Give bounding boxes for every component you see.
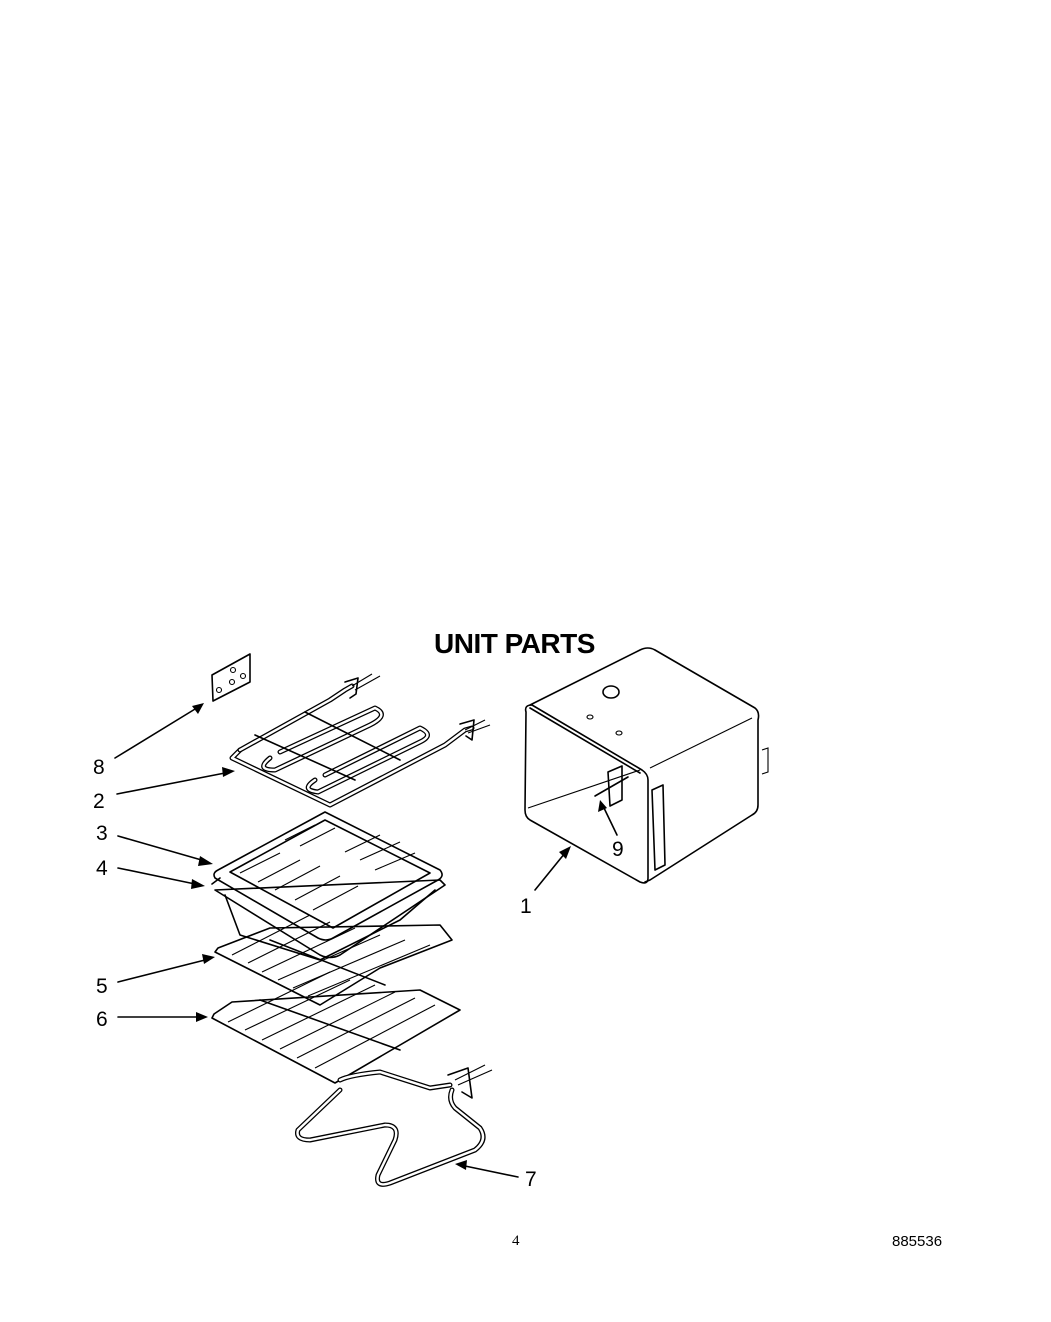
callout-5: 5 (96, 975, 108, 998)
callout-7: 7 (525, 1168, 537, 1191)
broiler-pan-insert-drawing (213, 811, 443, 941)
callout-9: 9 (612, 838, 624, 861)
oven-rack-lower-drawing (211, 971, 461, 1084)
broil-element-drawing (229, 673, 491, 808)
callout-2: 2 (93, 790, 105, 813)
oven-cavity-drawing (524, 647, 769, 884)
callout-8: 8 (93, 756, 105, 779)
terminal-plate-drawing (211, 653, 251, 702)
leader-line-4 (117, 867, 196, 885)
oven-rack-upper-drawing (214, 914, 453, 1006)
leader-line-2 (116, 772, 226, 795)
callout-6: 6 (96, 1008, 108, 1031)
leader-line-1 (534, 852, 566, 891)
leader-line-9 (603, 807, 618, 836)
document-number: 885536 (892, 1233, 943, 1250)
diagram-title: UNIT PARTS (434, 628, 595, 659)
page-number: 4 (512, 1233, 520, 1249)
callout-3: 3 (96, 822, 108, 845)
leader-line-8 (114, 705, 201, 759)
bake-element-drawing (295, 1064, 493, 1187)
leader-line-5 (117, 959, 206, 983)
leader-line-3 (117, 835, 206, 862)
callout-1: 1 (520, 895, 532, 918)
leader-line-7 (464, 1165, 519, 1178)
callout-4: 4 (96, 857, 108, 880)
